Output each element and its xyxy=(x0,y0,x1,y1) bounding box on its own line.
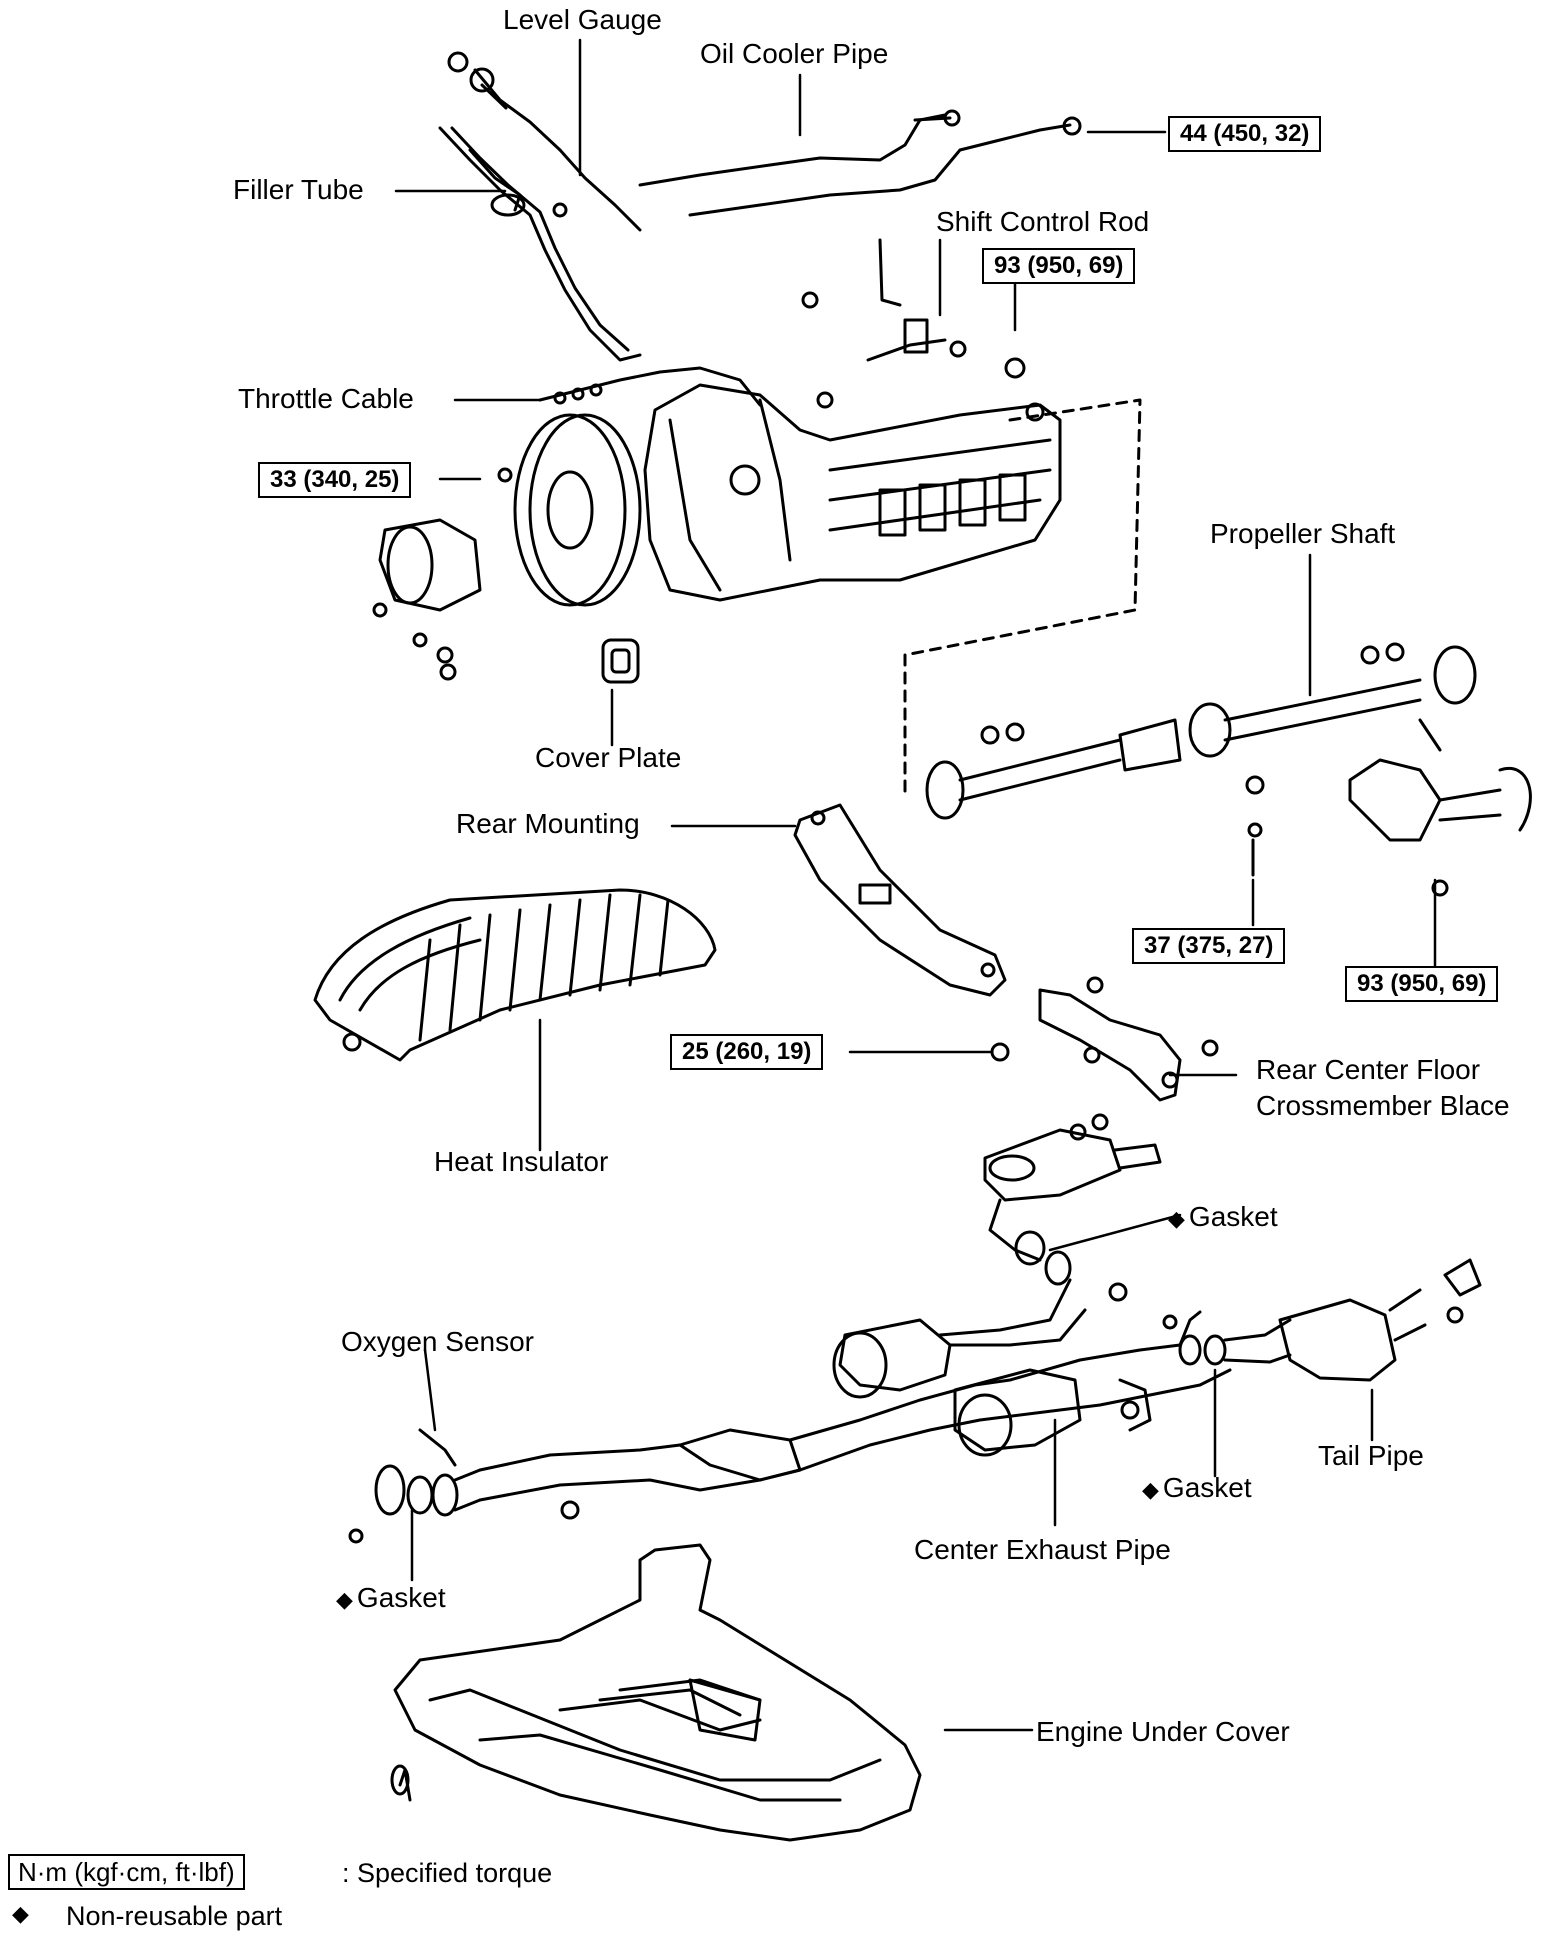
crossmember-brace-part xyxy=(1038,976,1219,1102)
label-tail-pipe: Tail Pipe xyxy=(1318,1440,1424,1471)
torque-converter-part xyxy=(497,413,642,607)
engine-under-cover-part xyxy=(390,1543,922,1842)
rear-mounting-part xyxy=(793,803,1010,1062)
label-center-exhaust-pipe: Center Exhaust Pipe xyxy=(914,1534,1171,1565)
label-engine-under-cover: Engine Under Cover xyxy=(1036,1716,1290,1747)
torque-converter-bolt: 33 (340, 25) xyxy=(258,462,412,498)
level-gauge-part xyxy=(447,51,642,232)
label-rear-mounting: Rear Mounting xyxy=(456,808,640,839)
legend-torque-box: N·m (kgf·cm, ft·lbf) xyxy=(8,1854,245,1890)
label-cover-plate: Cover Plate xyxy=(535,742,682,773)
leader-lines xyxy=(394,38,1437,1732)
upper-muffler-part xyxy=(983,1113,1162,1302)
label-filler-tube: Filler Tube xyxy=(233,174,364,205)
transmission-outline-dashed xyxy=(903,398,1142,797)
filler-tube-part xyxy=(438,126,642,362)
oil-cooler-pipe-part xyxy=(638,109,1082,217)
label-level-gauge: Level Gauge xyxy=(503,4,662,35)
heat-insulator-part xyxy=(313,888,717,1062)
tail-pipe-part xyxy=(1178,1258,1482,1382)
torque-rear-mounting: 25 (260, 19) xyxy=(670,1034,824,1070)
label-propeller-shaft: Propeller Shaft xyxy=(1210,518,1396,549)
label-throttle-cable: Throttle Cable xyxy=(238,383,414,414)
center-bearing-part xyxy=(1348,718,1532,897)
label-rear-center-floor: Rear Center Floor xyxy=(1256,1054,1481,1085)
label-heat-insulator: Heat Insulator xyxy=(434,1146,609,1177)
label-crossmember-blace: Crossmember Blace xyxy=(1256,1090,1510,1121)
adapter-part xyxy=(372,518,482,681)
center-exhaust-pipe-part xyxy=(348,1278,1232,1544)
torque-propeller-center: 37 (375, 27) xyxy=(1132,928,1286,964)
label-gasket-lower: ◆Gasket xyxy=(336,1582,446,1613)
shift-control-rod-part xyxy=(866,238,967,362)
label-gasket-middle: ◆Gasket xyxy=(1142,1472,1252,1503)
throttle-cable-part xyxy=(538,366,762,407)
nonreusable-diamond-icon: ◆ xyxy=(336,1587,353,1612)
legend-torque-text: : Specified torque xyxy=(342,1858,553,1888)
torque-propeller-rear: 93 (950, 69) xyxy=(1345,966,1499,1002)
torque-shift-control-rod: 93 (950, 69) xyxy=(982,248,1136,284)
legend-nonreusable-text: Non-reusable part xyxy=(66,1901,283,1931)
nonreusable-diamond-icon: ◆ xyxy=(1142,1477,1159,1502)
torque-oil-cooler-pipe: 44 (450, 32) xyxy=(1168,116,1322,152)
legend-diamond-icon: ◆ xyxy=(12,1901,29,1926)
label-shift-control-rod: Shift Control Rod xyxy=(936,206,1150,237)
label-gasket-upper: ◆Gasket xyxy=(1168,1201,1278,1232)
cover-plate-part xyxy=(601,638,640,684)
nonreusable-diamond-icon: ◆ xyxy=(1168,1206,1185,1231)
label-oil-cooler-pipe: Oil Cooler Pipe xyxy=(700,38,889,69)
propeller-shaft-part xyxy=(925,642,1477,877)
label-oxygen-sensor: Oxygen Sensor xyxy=(341,1326,534,1357)
transmission-part xyxy=(643,291,1062,602)
